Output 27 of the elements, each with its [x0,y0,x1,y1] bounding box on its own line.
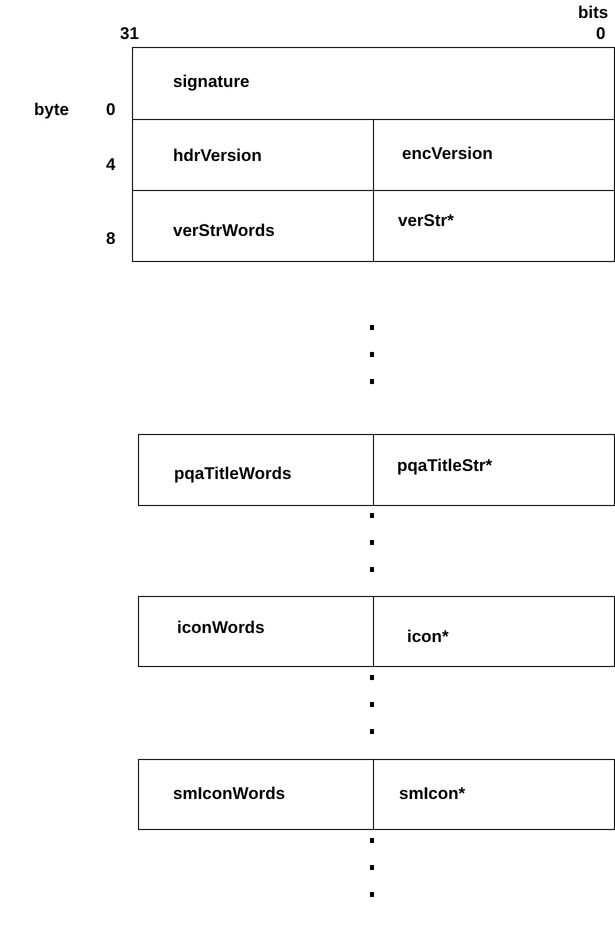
field-name: iconWords [177,618,265,638]
byte-offset: 4 [106,155,116,175]
field-cell [132,190,374,262]
byte-offset: 8 [106,229,116,249]
field-cell [373,759,615,830]
field-name: smIconWords [173,784,286,804]
field-name: pqaTitleStr* [397,456,492,476]
bit-number: 31 [120,24,139,44]
field-cell [373,190,615,262]
field-name: signature [173,72,250,92]
field-cell [138,434,374,506]
field-cell [138,759,374,830]
field-name: verStr* [398,211,454,231]
field-name: pqaTitleWords [174,464,292,484]
field-name: encVersion [402,144,493,164]
field-name: verStrWords [173,221,275,241]
field-cell [138,596,374,667]
field-cell [373,596,615,667]
byte-offset: 0 [106,100,116,120]
axis-label: byte [34,100,69,120]
field-name: icon* [407,627,449,647]
field-name: hdrVersion [173,146,262,166]
field-cell [373,434,615,506]
axis-label: bits [578,3,608,23]
field-cell [132,47,615,120]
field-name: smIcon* [399,784,466,804]
bit-number: 0 [596,24,606,44]
